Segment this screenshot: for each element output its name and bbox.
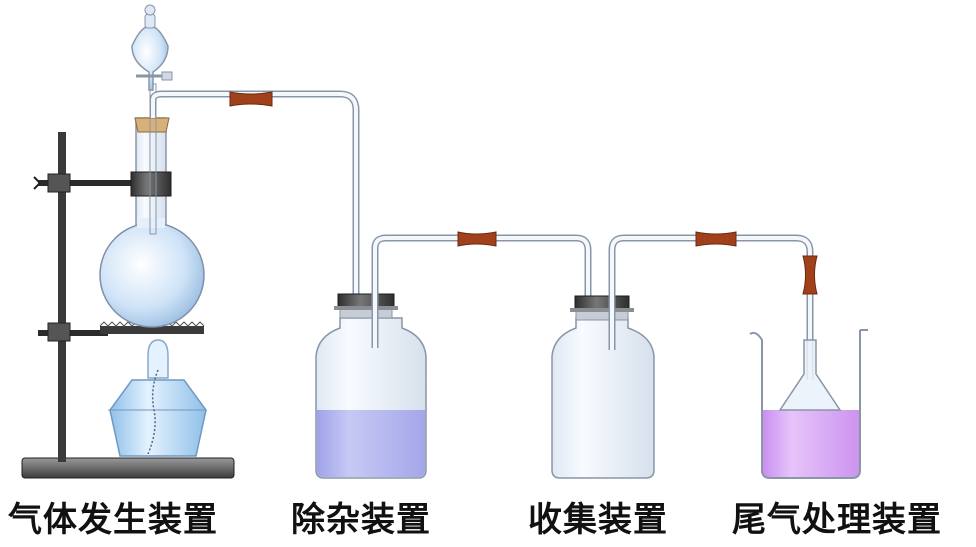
alcohol-lamp-icon <box>108 339 207 457</box>
label-tail-gas-treatment: 尾气处理装置 <box>732 500 942 540</box>
iron-stand-icon <box>21 132 235 479</box>
separatory-funnel-icon <box>131 4 173 91</box>
glass-tube-1 <box>149 90 360 456</box>
gas-wash-bottle-icon <box>315 293 427 479</box>
glass-tube-2 <box>371 231 592 446</box>
label-gas-generation: 气体发生装置 <box>8 500 218 540</box>
round-bottom-flask-icon <box>99 83 205 328</box>
beaker-icon <box>749 329 868 479</box>
label-collection: 收集装置 <box>528 500 668 540</box>
collection-bottle-icon <box>551 295 655 479</box>
glass-tube-3 <box>608 231 818 380</box>
label-purification: 除杂装置 <box>291 500 431 540</box>
inverted-funnel-icon <box>778 339 842 411</box>
